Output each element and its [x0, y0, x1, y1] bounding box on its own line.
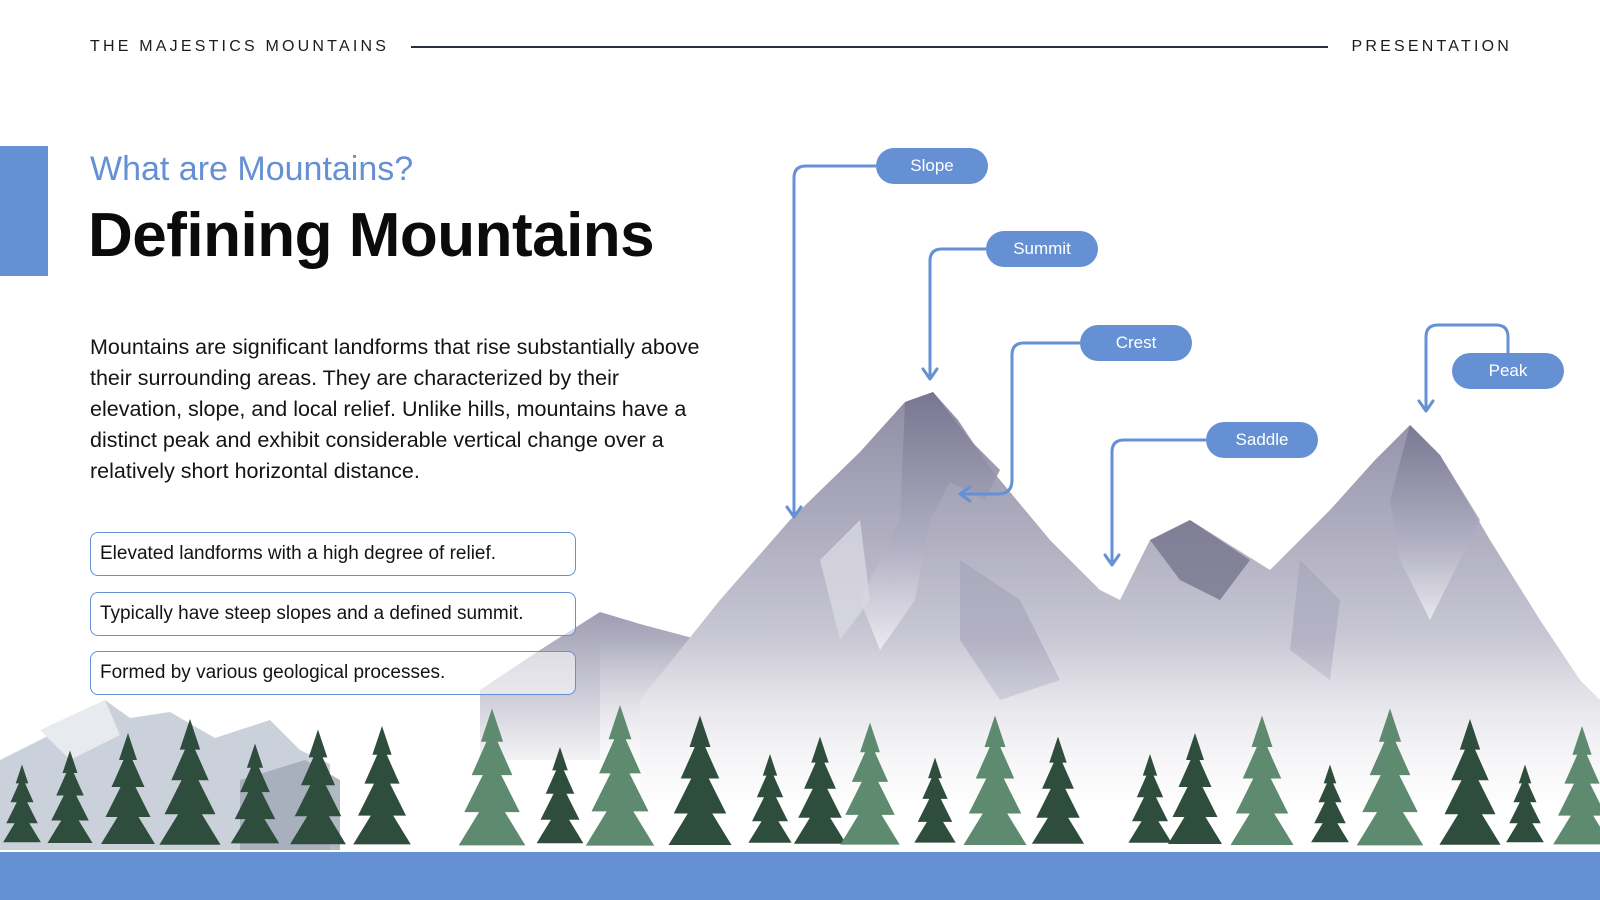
body-paragraph: Mountains are significant landforms that… [90, 335, 700, 483]
header: THE MAJESTICS MOUNTAINS PRESENTATION [90, 36, 1512, 58]
label-peak: Peak [1452, 353, 1564, 389]
brand-title: THE MAJESTICS MOUNTAINS [90, 38, 390, 55]
bullet-item: Formed by various geological processes. [90, 651, 576, 695]
section-label: PRESENTATION [1351, 38, 1512, 55]
bullet-text: Formed by various geological processes. [100, 662, 446, 683]
bullet-text: Elevated landforms with a high degree of… [100, 543, 497, 564]
section-subtitle: What are Mountains? [90, 150, 414, 188]
bullet-item: Elevated landforms with a high degree of… [90, 532, 576, 576]
callout-connectors [792, 164, 1510, 562]
label-saddle: Saddle [1206, 422, 1318, 458]
bullet-item: Typically have steep slopes and a define… [90, 592, 576, 636]
mountain-range [600, 392, 1600, 820]
header-divider [411, 46, 1328, 48]
label-summit: Summit [986, 231, 1098, 267]
label-slope: Slope [876, 148, 988, 184]
label-crest: Crest [1080, 325, 1192, 361]
bullet-text: Typically have steep slopes and a define… [100, 603, 524, 624]
footer-bar [0, 852, 1600, 900]
callout-arrowheads [785, 367, 1435, 567]
page-title: Defining Mountains [88, 201, 655, 270]
accent-bar [0, 146, 48, 276]
